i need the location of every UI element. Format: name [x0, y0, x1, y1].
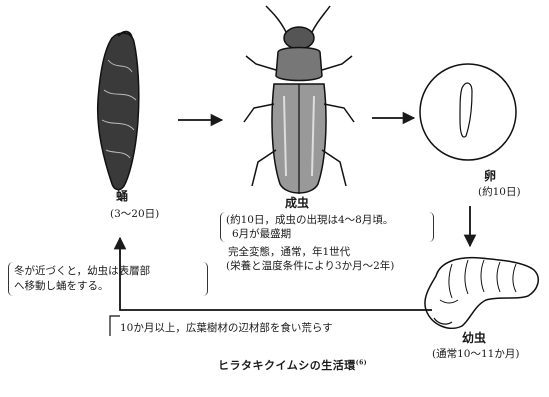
adult-note-line1: (約10日，成虫の出現は4〜8月頃。 [226, 214, 393, 226]
adult-beetle-illustration [244, 6, 354, 194]
egg-illustration [420, 64, 516, 160]
caption-ref: (6) [356, 359, 367, 366]
pupa-illustration [98, 32, 139, 190]
larva-feeding-note: 10か月以上，広葉樹材の辺材部を食い荒らす [120, 322, 333, 334]
pupa-title: 蛹 [116, 190, 128, 204]
adult-note-line2: 6月が最盛期 [232, 228, 291, 240]
figure-caption: ヒラタキクイムシの生活環(6) [218, 360, 367, 373]
metamorphosis-note-line1: 完全変態，通常，年1世代 [228, 246, 350, 258]
egg-duration: (約10日) [478, 186, 521, 198]
winter-note-line1: 冬が近づくと，幼虫は表層部 [14, 265, 150, 277]
larva-duration: (通常10〜11か月) [432, 348, 519, 360]
egg-title: 卵 [484, 170, 496, 184]
feeding-note-tick [110, 316, 120, 336]
pupa-duration: (3〜20日) [110, 208, 159, 220]
metamorphosis-note-line2: (栄養と温度条件により3か月〜2年) [226, 260, 394, 272]
adult-title: 成虫 [285, 197, 309, 211]
larva-title: 幼虫 [462, 332, 486, 346]
caption-text: ヒラタキクイムシの生活環 [218, 359, 356, 372]
larva-illustration [425, 258, 538, 329]
winter-note-line2: へ移動し蛹をする。 [14, 280, 109, 292]
